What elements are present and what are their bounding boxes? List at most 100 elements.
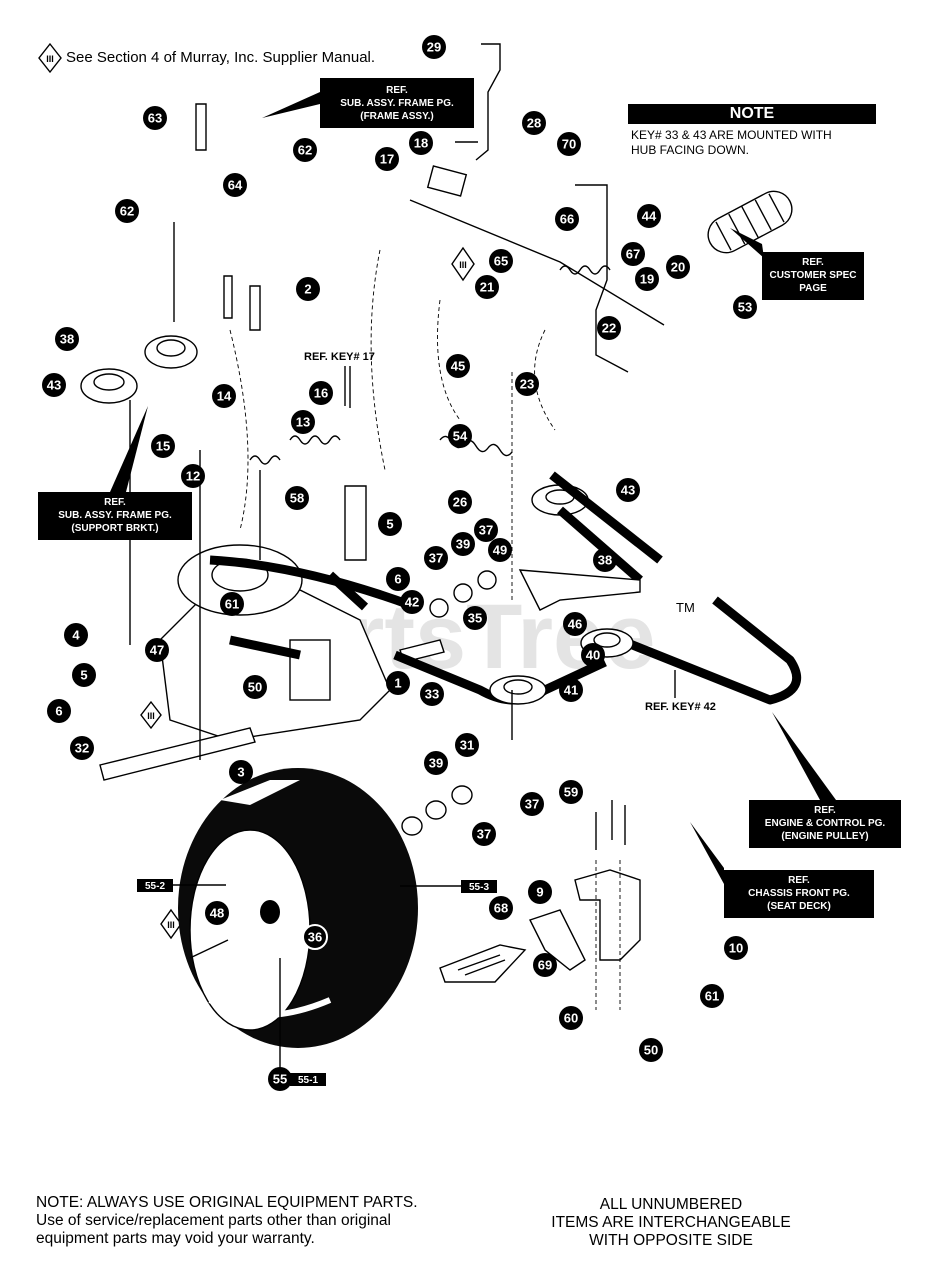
callout-59: 59 <box>559 780 583 804</box>
ref-key-42-label: REF. KEY# 42 <box>645 701 716 713</box>
callout-60: 60 <box>559 1006 583 1030</box>
callout-number: 31 <box>460 738 474 753</box>
note-box: NOTE KEY# 33 & 43 ARE MOUNTED WITH HUB F… <box>628 104 876 158</box>
callout-number: 55 <box>273 1072 287 1087</box>
callout-number: 43 <box>621 483 635 498</box>
callout-number: 62 <box>298 143 312 158</box>
svg-text:III: III <box>459 260 467 270</box>
callout-22: 22 <box>597 316 621 340</box>
section-symbol-icon: III <box>140 700 162 730</box>
svg-text:CHASSIS FRONT PG.: CHASSIS FRONT PG. <box>748 888 850 899</box>
callout-number: 49 <box>493 543 507 558</box>
callout-number: 47 <box>150 643 164 658</box>
svg-text:55-1: 55-1 <box>298 1075 318 1086</box>
callout-number: 53 <box>738 300 752 315</box>
callout-number: 62 <box>120 204 134 219</box>
callout-45: 45 <box>446 354 470 378</box>
ref-box-seat-deck: REF. CHASSIS FRONT PG. (SEAT DECK) <box>724 870 874 918</box>
svg-text:(ENGINE PULLEY): (ENGINE PULLEY) <box>781 831 868 842</box>
callout-29: 29 <box>422 35 446 59</box>
callout-64: 64 <box>223 173 247 197</box>
callout-number: 4 <box>72 628 80 643</box>
callout-67: 67 <box>621 242 645 266</box>
callout-61: 61 <box>700 984 724 1008</box>
svg-text:55-2: 55-2 <box>145 881 165 892</box>
callout-2: 2 <box>296 277 320 301</box>
callout-14: 14 <box>212 384 236 408</box>
callout-42: 42 <box>400 590 424 614</box>
svg-text:III: III <box>46 54 54 64</box>
callout-number: 1 <box>394 676 401 691</box>
callout-4: 4 <box>64 623 88 647</box>
svg-text:REF.: REF. <box>386 85 408 96</box>
callout-5: 5 <box>378 512 402 536</box>
callout-68: 68 <box>489 896 513 920</box>
callout-43: 43 <box>42 373 66 397</box>
callout-number: 37 <box>479 523 493 538</box>
svg-text:(SEAT DECK): (SEAT DECK) <box>767 901 831 912</box>
svg-text:SUB. ASSY. FRAME PG.: SUB. ASSY. FRAME PG. <box>340 98 454 109</box>
callout-12: 12 <box>181 464 205 488</box>
callout-number: 38 <box>598 553 612 568</box>
note-line: KEY# 33 & 43 ARE MOUNTED WITH <box>631 128 832 142</box>
callout-37: 37 <box>520 792 544 816</box>
callout-6: 6 <box>47 699 71 723</box>
callout-41: 41 <box>559 678 583 702</box>
note-line: HUB FACING DOWN. <box>631 143 750 157</box>
callout-number: 61 <box>225 597 239 612</box>
callout-number: 38 <box>60 332 74 347</box>
callout-62: 62 <box>293 138 317 162</box>
callout-number: 36 <box>308 930 322 945</box>
callout-62: 62 <box>115 199 139 223</box>
callout-54: 54 <box>448 424 472 448</box>
svg-text:III: III <box>147 711 155 721</box>
svg-text:III: III <box>167 920 175 930</box>
callout-number: 6 <box>55 704 62 719</box>
callout-number: 5 <box>80 668 87 683</box>
callout-number: 13 <box>296 415 310 430</box>
ref-pointer <box>110 92 836 884</box>
interchangeable-line: WITH OPPOSITE SIDE <box>589 1232 753 1249</box>
callout-69: 69 <box>533 953 557 977</box>
callout-number: 54 <box>453 429 468 444</box>
svg-text:(SUPPORT BRKT.): (SUPPORT BRKT.) <box>71 523 158 534</box>
callout-15: 15 <box>151 434 175 458</box>
callout-53: 53 <box>733 295 757 319</box>
callout-number: 50 <box>644 1043 658 1058</box>
callout-number: 48 <box>210 906 224 921</box>
svg-text:REF.: REF. <box>104 497 126 508</box>
callout-number: 69 <box>538 958 552 973</box>
callout-number: 61 <box>705 989 719 1004</box>
callout-number: 26 <box>453 495 467 510</box>
callout-6: 6 <box>386 567 410 591</box>
note-body: KEY# 33 & 43 ARE MOUNTED WITH HUB FACING… <box>628 124 876 158</box>
ref-box-engine-pulley: REF. ENGINE & CONTROL PG. (ENGINE PULLEY… <box>749 800 901 848</box>
parts-artwork <box>80 43 802 1068</box>
callout-19: 19 <box>635 267 659 291</box>
callout-number: 37 <box>525 797 539 812</box>
callout-number: 16 <box>314 386 328 401</box>
callout-number: 37 <box>429 551 443 566</box>
callout-number: 10 <box>729 941 743 956</box>
callout-number: 19 <box>640 272 654 287</box>
callout-number: 41 <box>564 683 578 698</box>
callout-number: 6 <box>394 572 401 587</box>
callout-46: 46 <box>563 612 587 636</box>
callout-38: 38 <box>593 548 617 572</box>
callout-number: 64 <box>228 178 243 193</box>
svg-text:REF.: REF. <box>802 257 824 268</box>
callout-36: 36 <box>302 924 328 950</box>
callout-number: 17 <box>380 152 394 167</box>
callout-20: 20 <box>666 255 690 279</box>
callout-number: 37 <box>477 827 491 842</box>
ref-box-support-brkt: REF. SUB. ASSY. FRAME PG. (SUPPORT BRKT.… <box>38 492 192 540</box>
callout-50: 50 <box>243 675 267 699</box>
callout-44: 44 <box>637 204 661 228</box>
callout-38: 38 <box>55 327 79 351</box>
ref-key-17-label: REF. KEY# 17 <box>304 351 375 363</box>
callout-66: 66 <box>555 207 579 231</box>
callout-43: 43 <box>616 478 640 502</box>
callout-28: 28 <box>522 111 546 135</box>
ref-box-frame-assy: REF. SUB. ASSY. FRAME PG. (FRAME ASSY.) <box>320 78 474 128</box>
